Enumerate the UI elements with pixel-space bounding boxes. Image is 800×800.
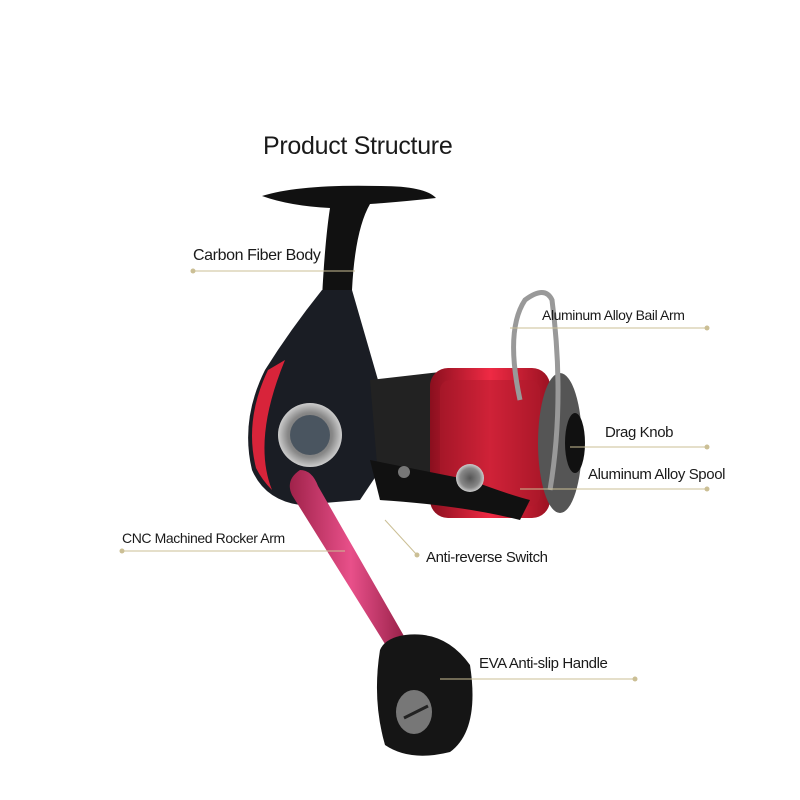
crank-arm: [289, 470, 412, 660]
label-drag-knob: Drag Knob: [605, 424, 674, 441]
bail-arm: [511, 290, 561, 491]
label-handle: EVA Anti-slip Handle: [479, 655, 608, 672]
callout-dots: [119, 268, 710, 682]
reel-foot: [262, 185, 436, 298]
label-carbon-fiber-body: Carbon Fiber Body: [193, 247, 321, 264]
label-spool: Aluminum Alloy Spool: [588, 466, 726, 483]
drag-knob: [538, 373, 582, 513]
callout-lines: [122, 270, 707, 680]
label-anti-reverse: Anti-reverse Switch: [426, 549, 548, 566]
carbon-body: [248, 290, 380, 505]
label-rocker-arm: CNC Machined Rocker Arm: [122, 530, 285, 546]
line-roller: [456, 464, 484, 492]
page-title: Product Structure: [263, 132, 453, 160]
label-bail-arm: Aluminum Alloy Bail Arm: [542, 307, 685, 323]
